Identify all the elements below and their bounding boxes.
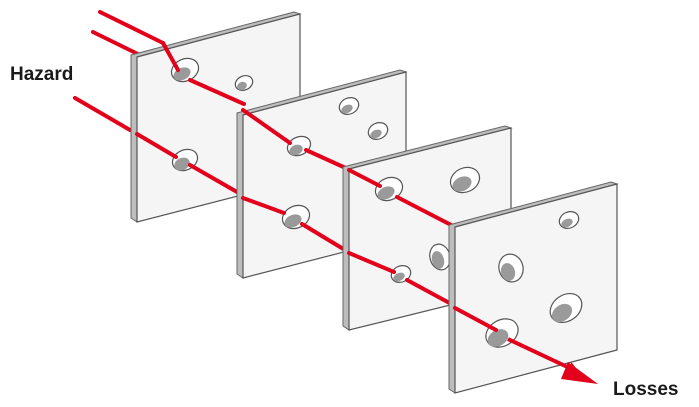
losses-label: Losses [613,379,678,400]
hazard-line-bottom [75,98,130,130]
hazard-label: Hazard [10,64,73,85]
